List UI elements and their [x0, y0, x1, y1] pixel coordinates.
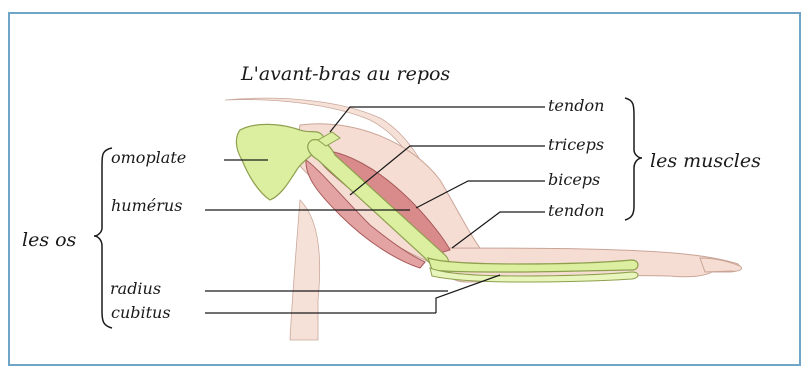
label-tendon-upper: tendon	[548, 96, 604, 115]
label-omoplate: omoplate	[111, 148, 186, 167]
brace-muscles	[625, 98, 642, 220]
label-triceps: triceps	[548, 135, 604, 154]
label-tendon-lower: tendon	[548, 201, 604, 220]
group-label-muscles: les muscles	[650, 150, 761, 172]
label-cubitus: cubitus	[111, 303, 171, 322]
leader-tendon1	[330, 107, 545, 132]
label-radius: radius	[110, 279, 161, 298]
brace-bones	[94, 148, 112, 328]
label-biceps: biceps	[548, 170, 600, 189]
group-label-bones: les os	[22, 229, 76, 251]
arm-skin-torso	[290, 200, 320, 340]
hand	[700, 258, 742, 272]
diagram-title: L'avant-bras au repos	[241, 63, 450, 85]
label-humerus: humérus	[111, 196, 182, 215]
